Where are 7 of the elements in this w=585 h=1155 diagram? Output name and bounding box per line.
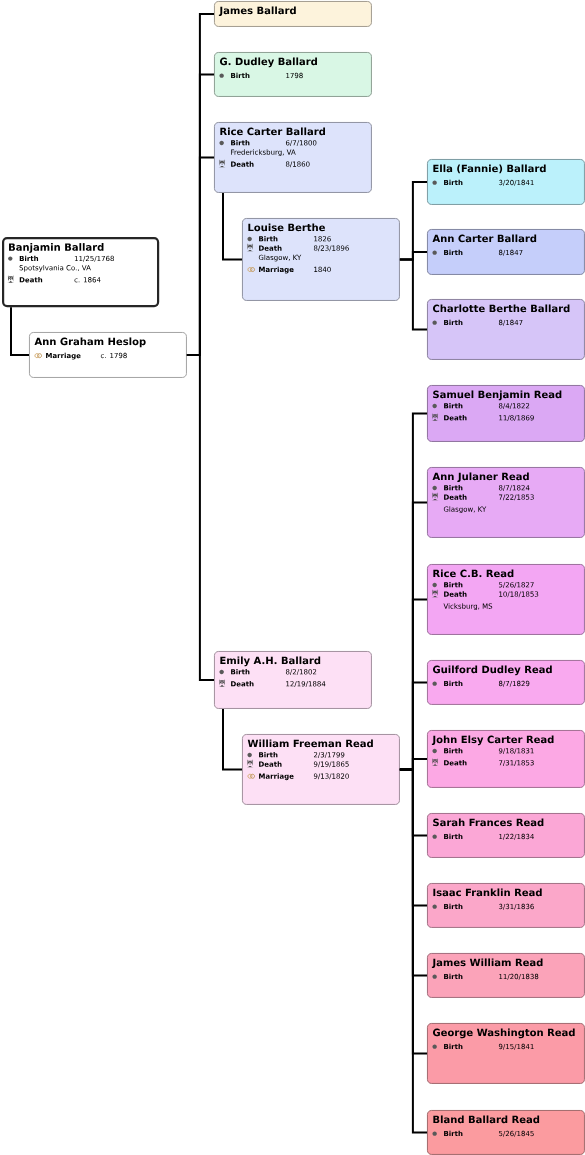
connector-line [10,306,30,356]
person-box: James Ballard [214,1,372,27]
connector-line [398,768,428,1134]
connector-line [222,191,243,261]
connector-line [185,353,215,681]
connector-line [222,707,243,771]
connector-line [398,258,428,331]
